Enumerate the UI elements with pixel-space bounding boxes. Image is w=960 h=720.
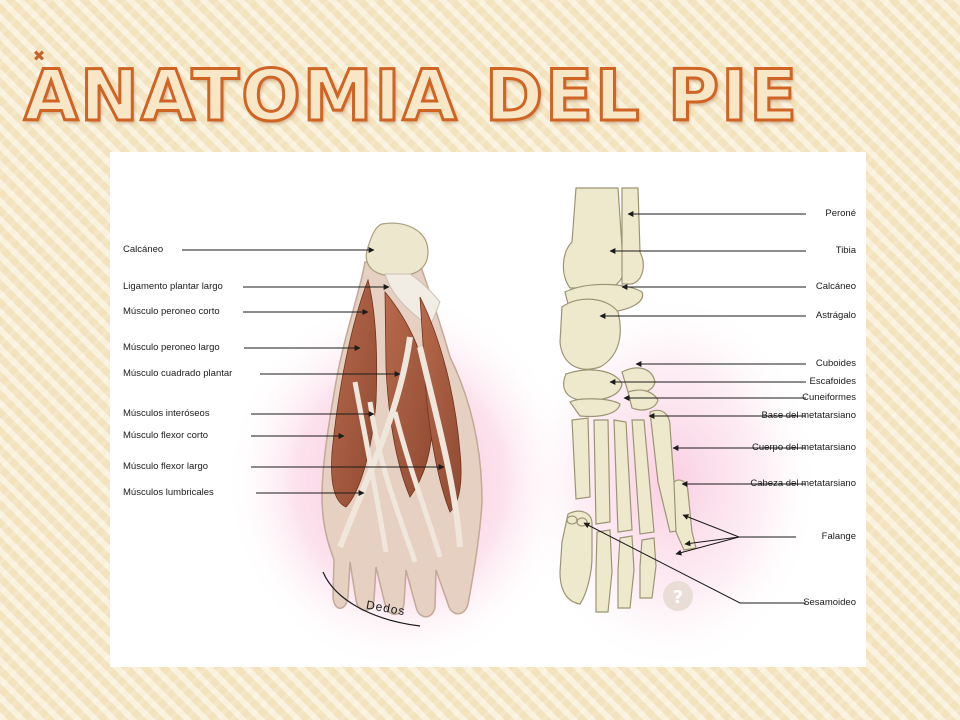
label-escafoides: Escafoides — [809, 376, 856, 387]
right-leader-lines — [583, 211, 806, 604]
label-cuneiformes: Cuneiformes — [802, 392, 856, 403]
label-ligamento-plantar-largo: Ligamento plantar largo — [123, 281, 223, 292]
label-calcaneo-right: Calcáneo — [815, 281, 856, 292]
label-cuadrado-plantar: Músculo cuadrado plantar — [123, 368, 233, 379]
label-peroneo-largo: Músculo peroneo largo — [123, 342, 220, 353]
bullet-icon: ✖ — [32, 48, 46, 65]
slide-title: ANATOMIA DEL PIE — [22, 54, 800, 139]
left-leader-lines — [182, 247, 445, 496]
label-flexor-largo: Músculo flexor largo — [123, 461, 209, 472]
label-sesamoideo: Sesamoideo — [803, 597, 856, 608]
diagram-panel: ? — [110, 152, 866, 667]
left-foot-muscles — [321, 222, 483, 627]
label-calcaneo-left: Calcáneo — [123, 244, 164, 255]
label-falange: Falange — [821, 531, 856, 542]
label-base-metatarsiano: Base del metatarsiano — [761, 410, 856, 421]
label-cuerpo-metatarsiano: Cuerpo del metatarsiano — [751, 442, 856, 453]
label-perone: Peroné — [825, 208, 856, 219]
foot-diagram: ? — [182, 187, 820, 667]
label-tibia: Tibia — [835, 245, 856, 256]
label-interoseos: Músculos interóseos — [123, 408, 210, 419]
label-cuboides: Cuboides — [815, 358, 856, 369]
label-peroneo-corto: Músculo peroneo corto — [123, 306, 220, 317]
label-lumbricales: Músculos lumbricales — [123, 487, 214, 498]
label-astragalo: Astrágalo — [815, 310, 856, 321]
question-icon-glyph: ? — [673, 587, 683, 608]
label-flexor-corto: Músculo flexor corto — [123, 430, 209, 441]
label-cabeza-metatarsiano: Cabeza del metatarsiano — [750, 478, 856, 489]
question-icon — [663, 581, 693, 611]
